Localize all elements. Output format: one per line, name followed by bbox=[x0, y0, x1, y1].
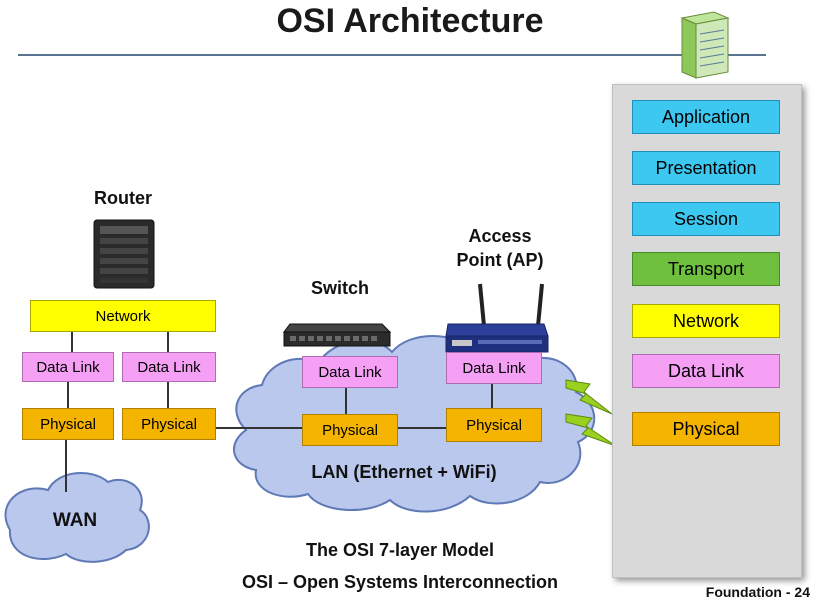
lan-label: LAN (Ethernet + WiFi) bbox=[311, 462, 497, 482]
osi-layer-physical: Physical bbox=[632, 412, 780, 446]
router-data-link-left: Data Link bbox=[22, 352, 114, 382]
osi-layer-data-link: Data Link bbox=[632, 354, 780, 388]
switch-label: Switch bbox=[310, 278, 369, 298]
switch-icon bbox=[283, 323, 392, 347]
access-point-label-line1: Access bbox=[468, 226, 532, 246]
ap-physical: Physical bbox=[446, 408, 542, 442]
caption-line1: The OSI 7-layer Model bbox=[305, 540, 495, 560]
osi-layer-application: Application bbox=[632, 100, 780, 134]
osi-layer-network: Network bbox=[632, 304, 780, 338]
wan-cloud bbox=[4, 471, 150, 563]
server-icon bbox=[680, 11, 730, 79]
title-underline bbox=[18, 54, 766, 56]
router-physical-left: Physical bbox=[22, 408, 114, 440]
router-data-link-right: Data Link bbox=[122, 352, 216, 382]
router-icon bbox=[93, 219, 155, 289]
router-network-layer: Network bbox=[30, 300, 216, 332]
wireless-bolt-lower bbox=[565, 413, 617, 447]
access-point-label-line2: Point (AP) bbox=[456, 250, 544, 270]
access-point-label: Access Point (AP) bbox=[440, 224, 560, 272]
slide-footer: Foundation - 24 bbox=[705, 584, 810, 600]
page-title: OSI Architecture bbox=[276, 2, 544, 40]
wireless-bolt-upper bbox=[565, 379, 613, 415]
ap-data-link: Data Link bbox=[446, 352, 542, 384]
wan-label: WAN bbox=[52, 510, 98, 531]
switch-physical: Physical bbox=[302, 414, 398, 446]
wireless-router-icon bbox=[445, 283, 549, 353]
caption-line2: OSI – Open Systems Interconnection bbox=[241, 572, 559, 592]
router-label: Router bbox=[94, 188, 152, 208]
osi-layer-presentation: Presentation bbox=[632, 151, 780, 185]
osi-layer-transport: Transport bbox=[632, 252, 780, 286]
osi-layer-session: Session bbox=[632, 202, 780, 236]
router-physical-right: Physical bbox=[122, 408, 216, 440]
switch-data-link: Data Link bbox=[302, 356, 398, 388]
